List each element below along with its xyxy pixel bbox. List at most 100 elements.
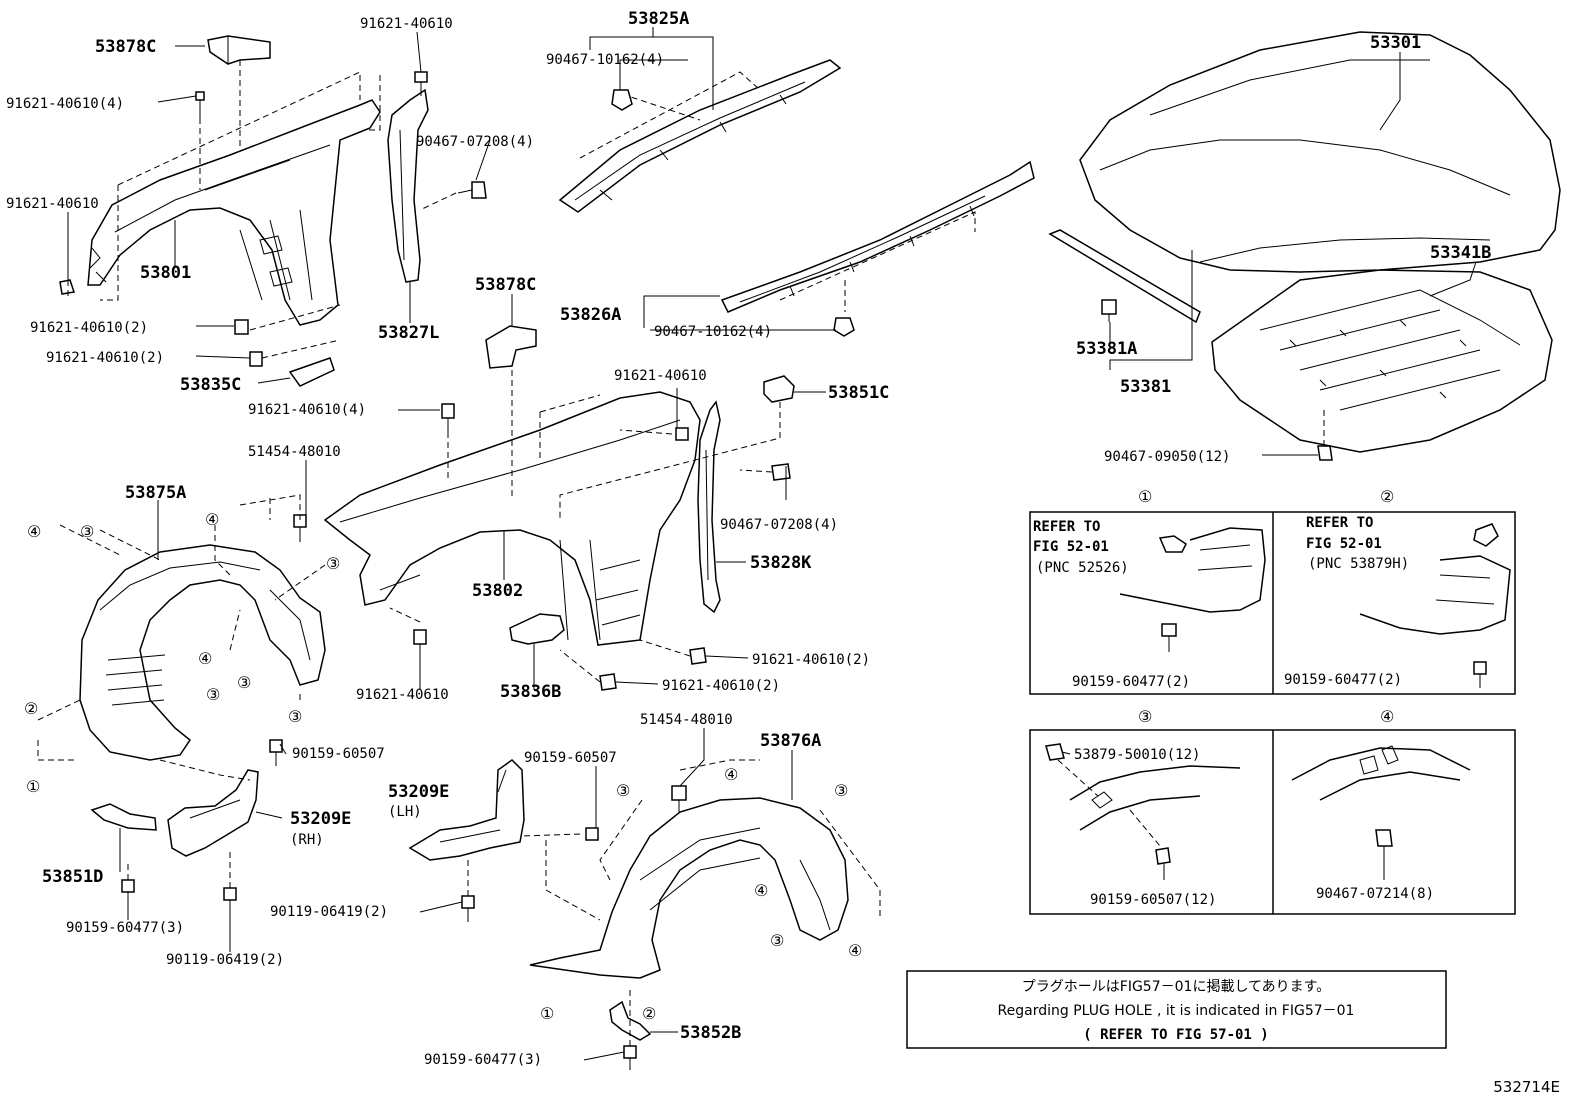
label-53852b: 53852B: [680, 1023, 741, 1043]
label-lh: (LH): [388, 804, 422, 820]
callout-4: ④: [724, 765, 738, 784]
part-53851d: [90, 803, 157, 831]
circle-callouts: ④ ③ ④ ③ ④ ③ ③ ③ ② ① ③ ④ ③ ④ ③ ④ ① ②: [24, 510, 862, 1023]
label-90159-60507-a: 90159-60507: [292, 746, 385, 762]
inset-4-number: ④: [1380, 707, 1394, 726]
inset-1-part: 90159-60477(2): [1072, 674, 1190, 690]
label-53341b: 53341B: [1430, 243, 1491, 263]
label-91621-40610-4-top: 91621-40610(4): [6, 96, 124, 112]
label-90467-10162-4-mid: 90467-10162(4): [654, 324, 772, 340]
callout-2: ②: [24, 699, 38, 718]
bracket-53836b: [509, 613, 565, 645]
callout-3: ③: [770, 931, 784, 950]
label-91621-40610-lower: 91621-40610: [356, 687, 449, 703]
bolts-upper-left: [59, 71, 487, 387]
inset-4-art: [1291, 745, 1471, 847]
label-91621-40610-top: 91621-40610: [360, 16, 453, 32]
label-53801: 53801: [140, 263, 191, 283]
callout-3: ③: [80, 522, 94, 541]
label-53827l: 53827L: [378, 323, 439, 343]
inset-1-pnc: (PNC 52526): [1036, 560, 1129, 576]
callout-4: ④: [198, 649, 212, 668]
label-53381a: 53381A: [1076, 339, 1137, 359]
callout-4: ④: [848, 941, 862, 960]
label-53875a: 53875A: [125, 483, 186, 503]
part-53209e-lh: [408, 759, 525, 861]
rail-53825a: [558, 59, 842, 213]
guides-rails: [579, 71, 976, 312]
bolts-left: [121, 739, 283, 914]
note-line-refer: ( REFER TO FIG 57-01 ): [1083, 1027, 1268, 1043]
figure-id: 532714E: [1493, 1078, 1560, 1096]
label-53835c: 53835C: [180, 375, 241, 395]
pillar-53828k: [697, 400, 721, 614]
label-53851c: 53851C: [828, 383, 889, 403]
label-53381: 53381: [1120, 377, 1171, 397]
inset-4: ④ 90467-07214(8): [1316, 707, 1434, 902]
label-53878c-mid: 53878C: [475, 275, 536, 295]
inset-2-number: ②: [1380, 487, 1394, 506]
inset-1-refer: REFER TO: [1033, 519, 1100, 535]
clips-rails: [611, 89, 855, 337]
part-53878c-mid: [485, 325, 537, 369]
inset-1-art: [1119, 527, 1266, 652]
inset-2-art: [1359, 523, 1511, 688]
label-51454-48010-a: 51454-48010: [248, 444, 341, 460]
callout-4: ④: [754, 881, 768, 900]
inset-3-art: [1045, 743, 1241, 865]
inset-boxes: [1029, 511, 1516, 915]
inset-1-number: ①: [1138, 487, 1152, 506]
callout-3: ③: [288, 707, 302, 726]
label-91621-40610-mid: 91621-40610: [614, 368, 707, 384]
label-90467-10162-4-top: 90467-10162(4): [546, 52, 664, 68]
label-90467-09050-12: 90467-09050(12): [1104, 449, 1230, 465]
label-90119-06419-2-a: 90119-06419(2): [270, 904, 388, 920]
label-53209e-lh: 53209E: [388, 782, 449, 802]
label-53802: 53802: [472, 581, 523, 601]
liner-53876a: [529, 797, 849, 979]
callout-2: ②: [642, 1004, 656, 1023]
callout-3: ③: [616, 781, 630, 800]
label-90467-07208-4-mid: 90467-07208(4): [720, 517, 838, 533]
part-53851c: [763, 375, 795, 403]
clips-hood: [1101, 299, 1333, 461]
inset-3-number: ③: [1138, 707, 1152, 726]
part-53209e-rh: [167, 769, 259, 857]
label-51454-48010-b: 51454-48010: [640, 712, 733, 728]
inset-3: ③ 53879-50010(12) 90159-60507(12): [1074, 707, 1216, 908]
hood-53301: [1079, 31, 1561, 273]
guides-lower-middle: [467, 759, 881, 1046]
guides-left: [37, 524, 326, 888]
label-53826a: 53826A: [560, 305, 621, 325]
inset-2: ② REFER TO FIG 52-01 (PNC 53879H) 90159-…: [1284, 487, 1409, 688]
callout-3: ③: [326, 554, 340, 573]
callout-1: ①: [26, 777, 40, 796]
label-90159-60477-3-b: 90159-60477(3): [424, 1052, 542, 1068]
label-91621-40610-2-c: 91621-40610(2): [752, 652, 870, 668]
note-line-en: Regarding PLUG HOLE , it is indicated in…: [998, 1003, 1355, 1019]
callout-1: ①: [540, 1004, 554, 1023]
inset-1: ① REFER TO FIG 52-01 (PNC 52526) 90159-6…: [1033, 487, 1190, 690]
label-91621-40610-4-mid: 91621-40610(4): [248, 402, 366, 418]
callout-4: ④: [27, 522, 41, 541]
insulator-53341b: [1211, 269, 1553, 453]
callout-3: ③: [206, 685, 220, 704]
note-box: [906, 970, 1447, 1049]
label-91621-40610-2-d: 91621-40610(2): [662, 678, 780, 694]
label-rh: (RH): [290, 832, 324, 848]
label-91621-40610-left: 91621-40610: [6, 196, 99, 212]
callout-4: ④: [205, 510, 219, 529]
guides-middle: [239, 370, 781, 683]
label-91621-40610-2-a: 91621-40610(2): [30, 320, 148, 336]
label-53825a: 53825A: [628, 9, 689, 29]
part-53878c-top: [207, 35, 271, 65]
label-53301: 53301: [1370, 33, 1421, 53]
callout-3: ③: [237, 673, 251, 692]
inset-2-part: 90159-60477(2): [1284, 672, 1402, 688]
bolts-middle: [293, 403, 791, 691]
inset-4-part: 90467-07214(8): [1316, 886, 1434, 902]
label-90119-06419-2-b: 90119-06419(2): [166, 952, 284, 968]
inset-1-fig: FIG 52-01: [1033, 539, 1109, 555]
label-90159-60477-3-a: 90159-60477(3): [66, 920, 184, 936]
